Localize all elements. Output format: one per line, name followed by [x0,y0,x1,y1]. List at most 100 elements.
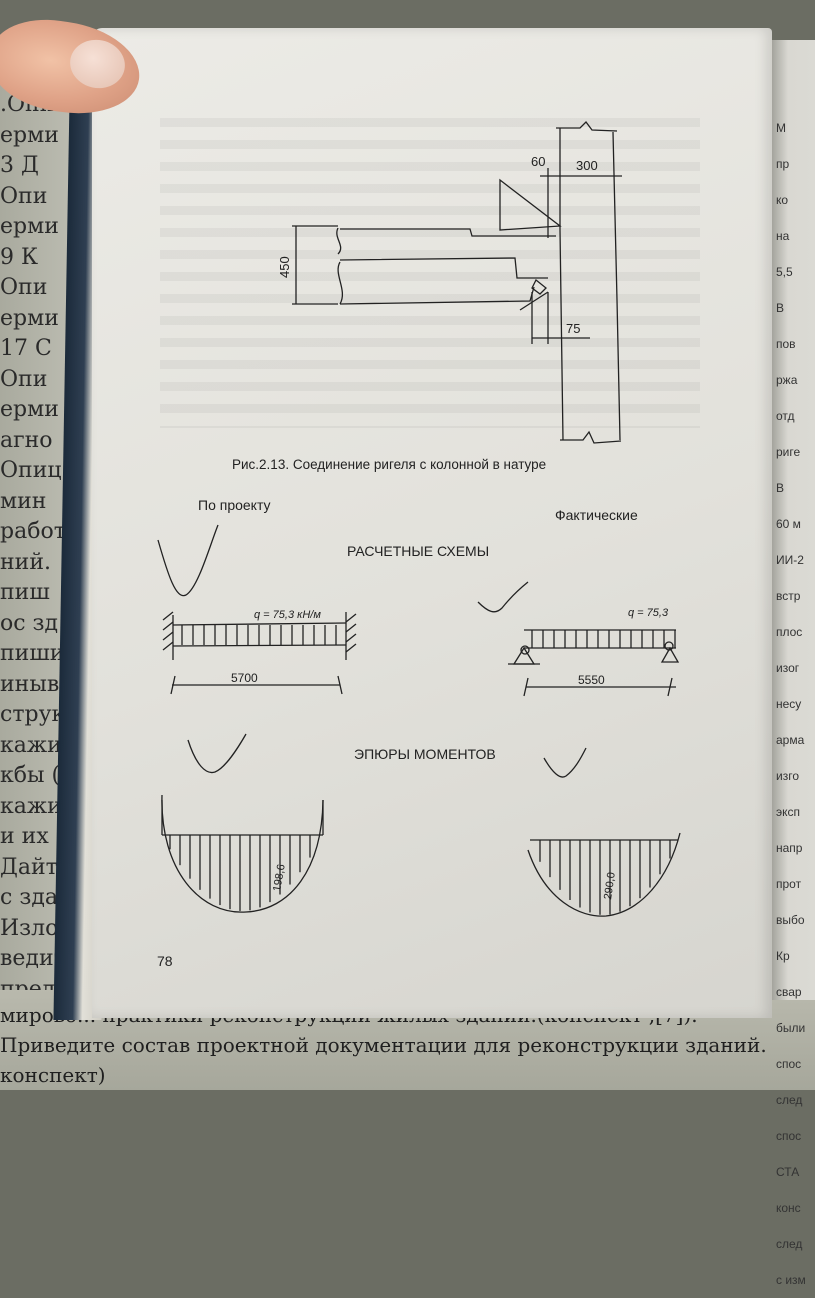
background-line: на [776,229,790,243]
background-line: СТА [776,1165,800,1179]
moment-value-left: 198,6 [271,863,288,892]
design-scheme [157,524,357,660]
dim-offset-text: 75 [566,321,580,336]
fixed-support-right [345,613,357,653]
background-line: риге [776,445,801,459]
book-page [92,28,772,1018]
background-line: кажи [0,793,62,819]
background-line: плос [776,625,803,639]
background-line: прот [776,877,802,891]
dim-height-text: 450 [277,256,292,278]
background-line: ос зд [0,610,59,636]
background-line: изго [776,769,799,783]
background-line: пр [776,157,790,171]
dim-column-text: 300 [576,158,598,173]
background-line: ИИ-2 [776,553,804,567]
background-line: струк [0,702,66,727]
column-left-edge [559,128,564,441]
moment-hatch-left [169,835,311,911]
background-line: Опи [0,183,48,209]
background-line: ко [776,193,789,207]
label-design: По проекту [198,497,271,513]
moment-sketch-right [543,747,587,778]
background-line: спос [776,1129,802,1143]
dim-gap-text: 60 [531,154,545,169]
background-line: 5,5 [776,265,793,279]
background-line: ерми [0,305,59,331]
background-line: пиши [0,641,65,666]
background-line: ерми [0,397,59,422]
heading-schemes: РАСЧЕТНЫЕ СХЕМЫ [347,543,490,559]
moment-sketch-left [187,733,247,774]
background-line: свар [776,985,802,999]
background-line: Кр [776,949,790,963]
figure-caption: Рис.2.13. Соединение ригеля с колонной в… [232,457,547,472]
load-ticks-left [181,625,337,645]
pin-support-left [512,646,536,665]
technical-drawing: 450 60 300 75 q = 75,3 кН/м 5700 [157,121,681,917]
right-page [770,40,815,1000]
background-line: конспект) [0,1063,106,1087]
background-line: встр [776,589,801,603]
moment-diagram-right [527,747,681,917]
background-line: Приведите состав проектной документации … [0,1033,767,1057]
moment-value-right: 290,0 [602,871,618,900]
beam-break-upper [336,227,342,255]
load-line-left [172,622,347,626]
weld-mark [531,278,547,295]
load-ticks-right [531,630,676,648]
background-line: несу [776,697,802,711]
pin-support-right [660,646,680,663]
background-line: агно [0,427,53,453]
background-line: напр [776,841,803,855]
background-line: конс [776,1201,801,1215]
background-line: Опи [0,275,48,300]
background-line: эксп [776,805,801,819]
background-line: изог [776,661,800,675]
background-line: и их [0,824,49,849]
beam-bottom-edge [339,286,535,305]
background-line: иныв [0,671,60,697]
background-line: мин [0,488,47,514]
parabola-left [161,794,324,913]
page-number: 78 [157,953,173,969]
span-dim-left [170,675,343,695]
bleed-through [160,118,700,428]
background-line: М [776,121,786,135]
deflection-sketch-left [157,524,219,597]
background-line: ерми [0,214,59,239]
support-triangle [499,178,562,231]
span-dim-right [523,677,676,697]
background-line: работ [0,519,66,544]
beam-mid-edge [339,257,548,279]
beam-line-left [172,644,347,647]
background-line: след [776,1237,803,1251]
background-line: пиш [0,580,50,605]
heading-moments: ЭПЮРЫ МОМЕНТОВ [354,746,496,762]
fixed-support-left [162,611,174,651]
parabola-right [527,832,681,917]
background-line: ний. [0,549,51,575]
background-line: кбы ( [0,763,61,788]
background-line: 9 К [0,244,39,270]
background-line: спос [776,1057,802,1071]
background-line: В [776,481,785,495]
background-line: отд [776,409,795,423]
background-line: кажи [0,732,62,758]
span-label-left: 5700 [231,671,258,685]
background-line: пов [776,337,796,351]
moment-hatch-right [539,840,671,915]
span-label-right: 5550 [578,673,605,687]
moment-diagram-left [161,733,324,913]
background-line: ржа [776,373,798,387]
column-break-bottom [560,430,622,444]
column-break-top [556,121,618,132]
beam-top-edge [340,228,556,237]
background-line: ерми [0,122,59,148]
load-label-left: q = 75,3 кН/м [254,609,321,621]
background-line: с изм [776,1273,806,1287]
column-right-edge [612,131,621,441]
background-line: В [776,301,785,315]
load-label-right: q = 75,3 [628,607,669,619]
